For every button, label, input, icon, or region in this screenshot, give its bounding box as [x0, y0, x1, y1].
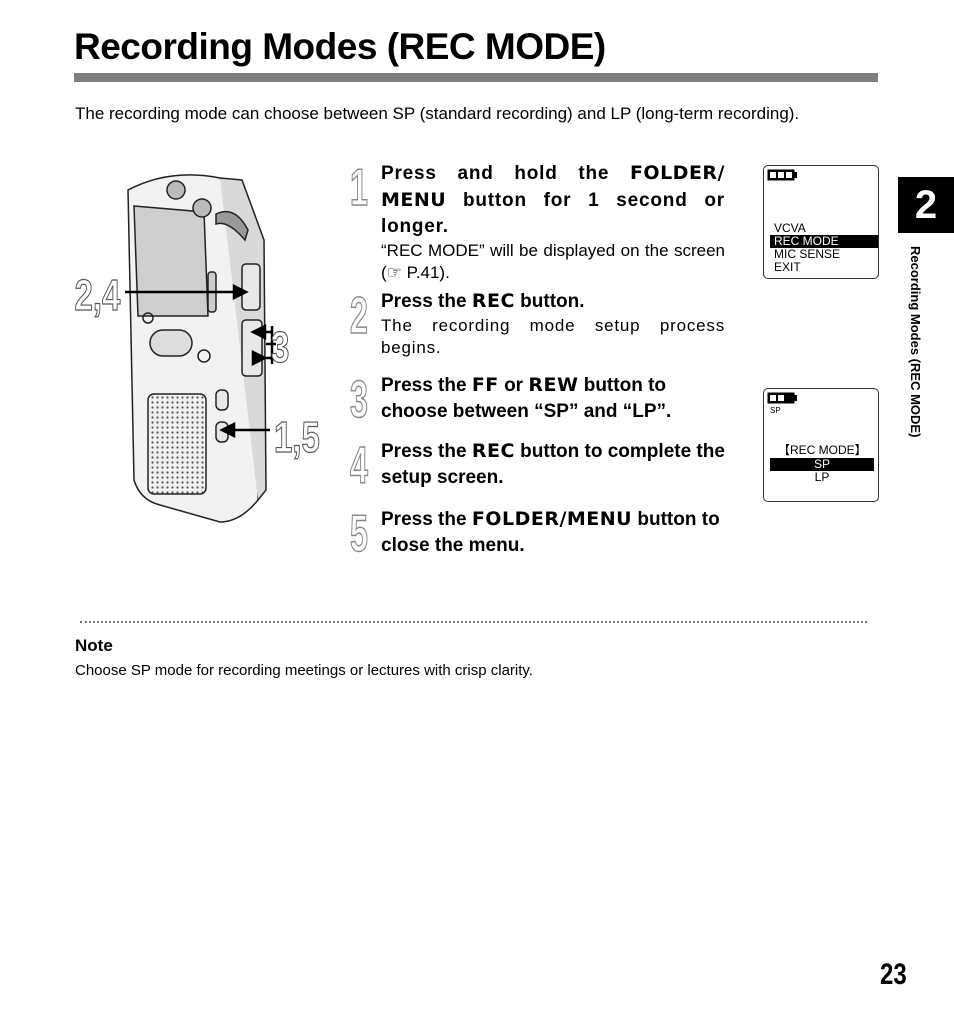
- step-number: 1: [350, 159, 369, 217]
- step-1: 1 Press and hold the FOLDER/ MENU button…: [350, 160, 725, 288]
- callout-1-5: 1,5: [274, 414, 320, 463]
- battery-icon: [767, 169, 797, 181]
- step-heading: Press the REC button.: [381, 290, 585, 312]
- button-name-keyword: REC: [471, 290, 515, 312]
- step-description: “REC MODE” will be displayed on the scre…: [381, 241, 725, 282]
- button-name-keyword: FF: [471, 374, 499, 396]
- chapter-tab: 2: [898, 177, 954, 233]
- lcd-option: LP: [814, 470, 830, 484]
- step-4: 4 Press the REC button to complete the s…: [350, 438, 725, 506]
- note-heading: Note: [75, 636, 113, 655]
- step-heading: Press the FOLDER/MENU button to close th…: [381, 508, 720, 556]
- dotted-divider: [80, 621, 867, 623]
- chapter-side-label: Recording Modes (REC MODE): [908, 246, 923, 438]
- page-number: 23: [880, 958, 907, 991]
- intro-text: The recording mode can choose between SP…: [75, 104, 800, 123]
- step-number: 4: [350, 437, 369, 495]
- title-rule: [74, 73, 878, 82]
- lcd-screen-rec-mode-menu: VCVA REC MODE MIC SENSE EXIT: [763, 165, 879, 279]
- lcd-menu-item-selected: REC MODE: [770, 235, 878, 248]
- step-heading: Press the FF or REW button to choose bet…: [381, 374, 672, 422]
- lcd-menu-title: 【REC MODE】: [778, 443, 867, 457]
- step-5: 5 Press the FOLDER/MENU button to close …: [350, 506, 725, 566]
- callout-3: 3: [271, 324, 289, 373]
- note-text: Choose SP mode for recording meetings or…: [75, 662, 533, 679]
- battery-icon: [767, 392, 797, 404]
- button-name-keyword: FOLDER/ MENU: [381, 162, 725, 211]
- lcd-menu-item: MIC SENSE: [774, 247, 841, 261]
- step-heading: Press and hold the FOLDER/ MENU button f…: [381, 162, 725, 237]
- recorder-illustration: 2,4 3 1,5: [74, 174, 320, 523]
- step-description: The recording mode setup process begins.: [381, 316, 725, 357]
- steps-list: 1 Press and hold the FOLDER/ MENU button…: [350, 160, 725, 566]
- lcd-screen-sp-lp-select: SP 【REC MODE】 SP LP: [763, 388, 879, 502]
- callout-2-4: 2,4: [75, 272, 121, 321]
- button-name-keyword: REW: [528, 374, 579, 396]
- button-name-keyword: REC: [471, 440, 515, 462]
- button-name-keyword: FOLDER/MENU: [471, 508, 633, 530]
- lcd-menu-item: VCVA: [774, 221, 806, 235]
- lcd-option-selected: SP: [770, 458, 874, 471]
- step-number: 3: [350, 371, 369, 429]
- step-2: 2 Press the REC button. The recording mo…: [350, 288, 725, 372]
- step-3: 3 Press the FF or REW button to choose b…: [350, 372, 725, 438]
- step-heading: Press the REC button to complete the set…: [381, 440, 725, 488]
- lcd-menu-item: EXIT: [774, 260, 801, 274]
- step-number: 2: [350, 287, 369, 345]
- step-number: 5: [350, 505, 369, 563]
- lcd-mode-indicator: SP: [770, 406, 781, 415]
- page-title: Recording Modes (REC MODE): [74, 26, 606, 67]
